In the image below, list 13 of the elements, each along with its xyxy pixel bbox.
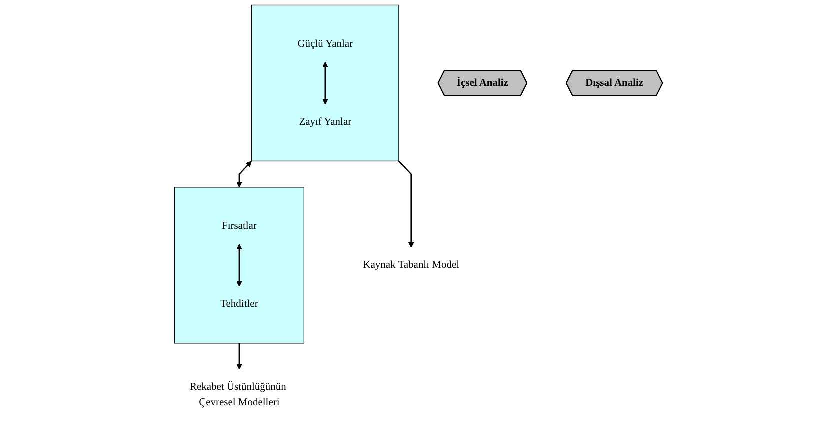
arrow (236, 343, 242, 370)
arrow (322, 62, 328, 105)
node-text: Kaynak Tabanlı Model (363, 260, 460, 271)
arrow (236, 161, 252, 188)
node-text: Zayıf Yanlar (299, 116, 352, 128)
node-text: Tehditler (220, 298, 258, 310)
cluster (252, 4, 400, 162)
node-text: Rekabet Üstünlüğünün Çevresel Modelleri (190, 381, 286, 408)
arrow (398, 160, 414, 248)
node-text: Fırsatlar (222, 220, 257, 232)
arrow (236, 244, 242, 287)
node-text: Güçlü Yanlar (298, 38, 354, 50)
cluster (174, 187, 305, 344)
